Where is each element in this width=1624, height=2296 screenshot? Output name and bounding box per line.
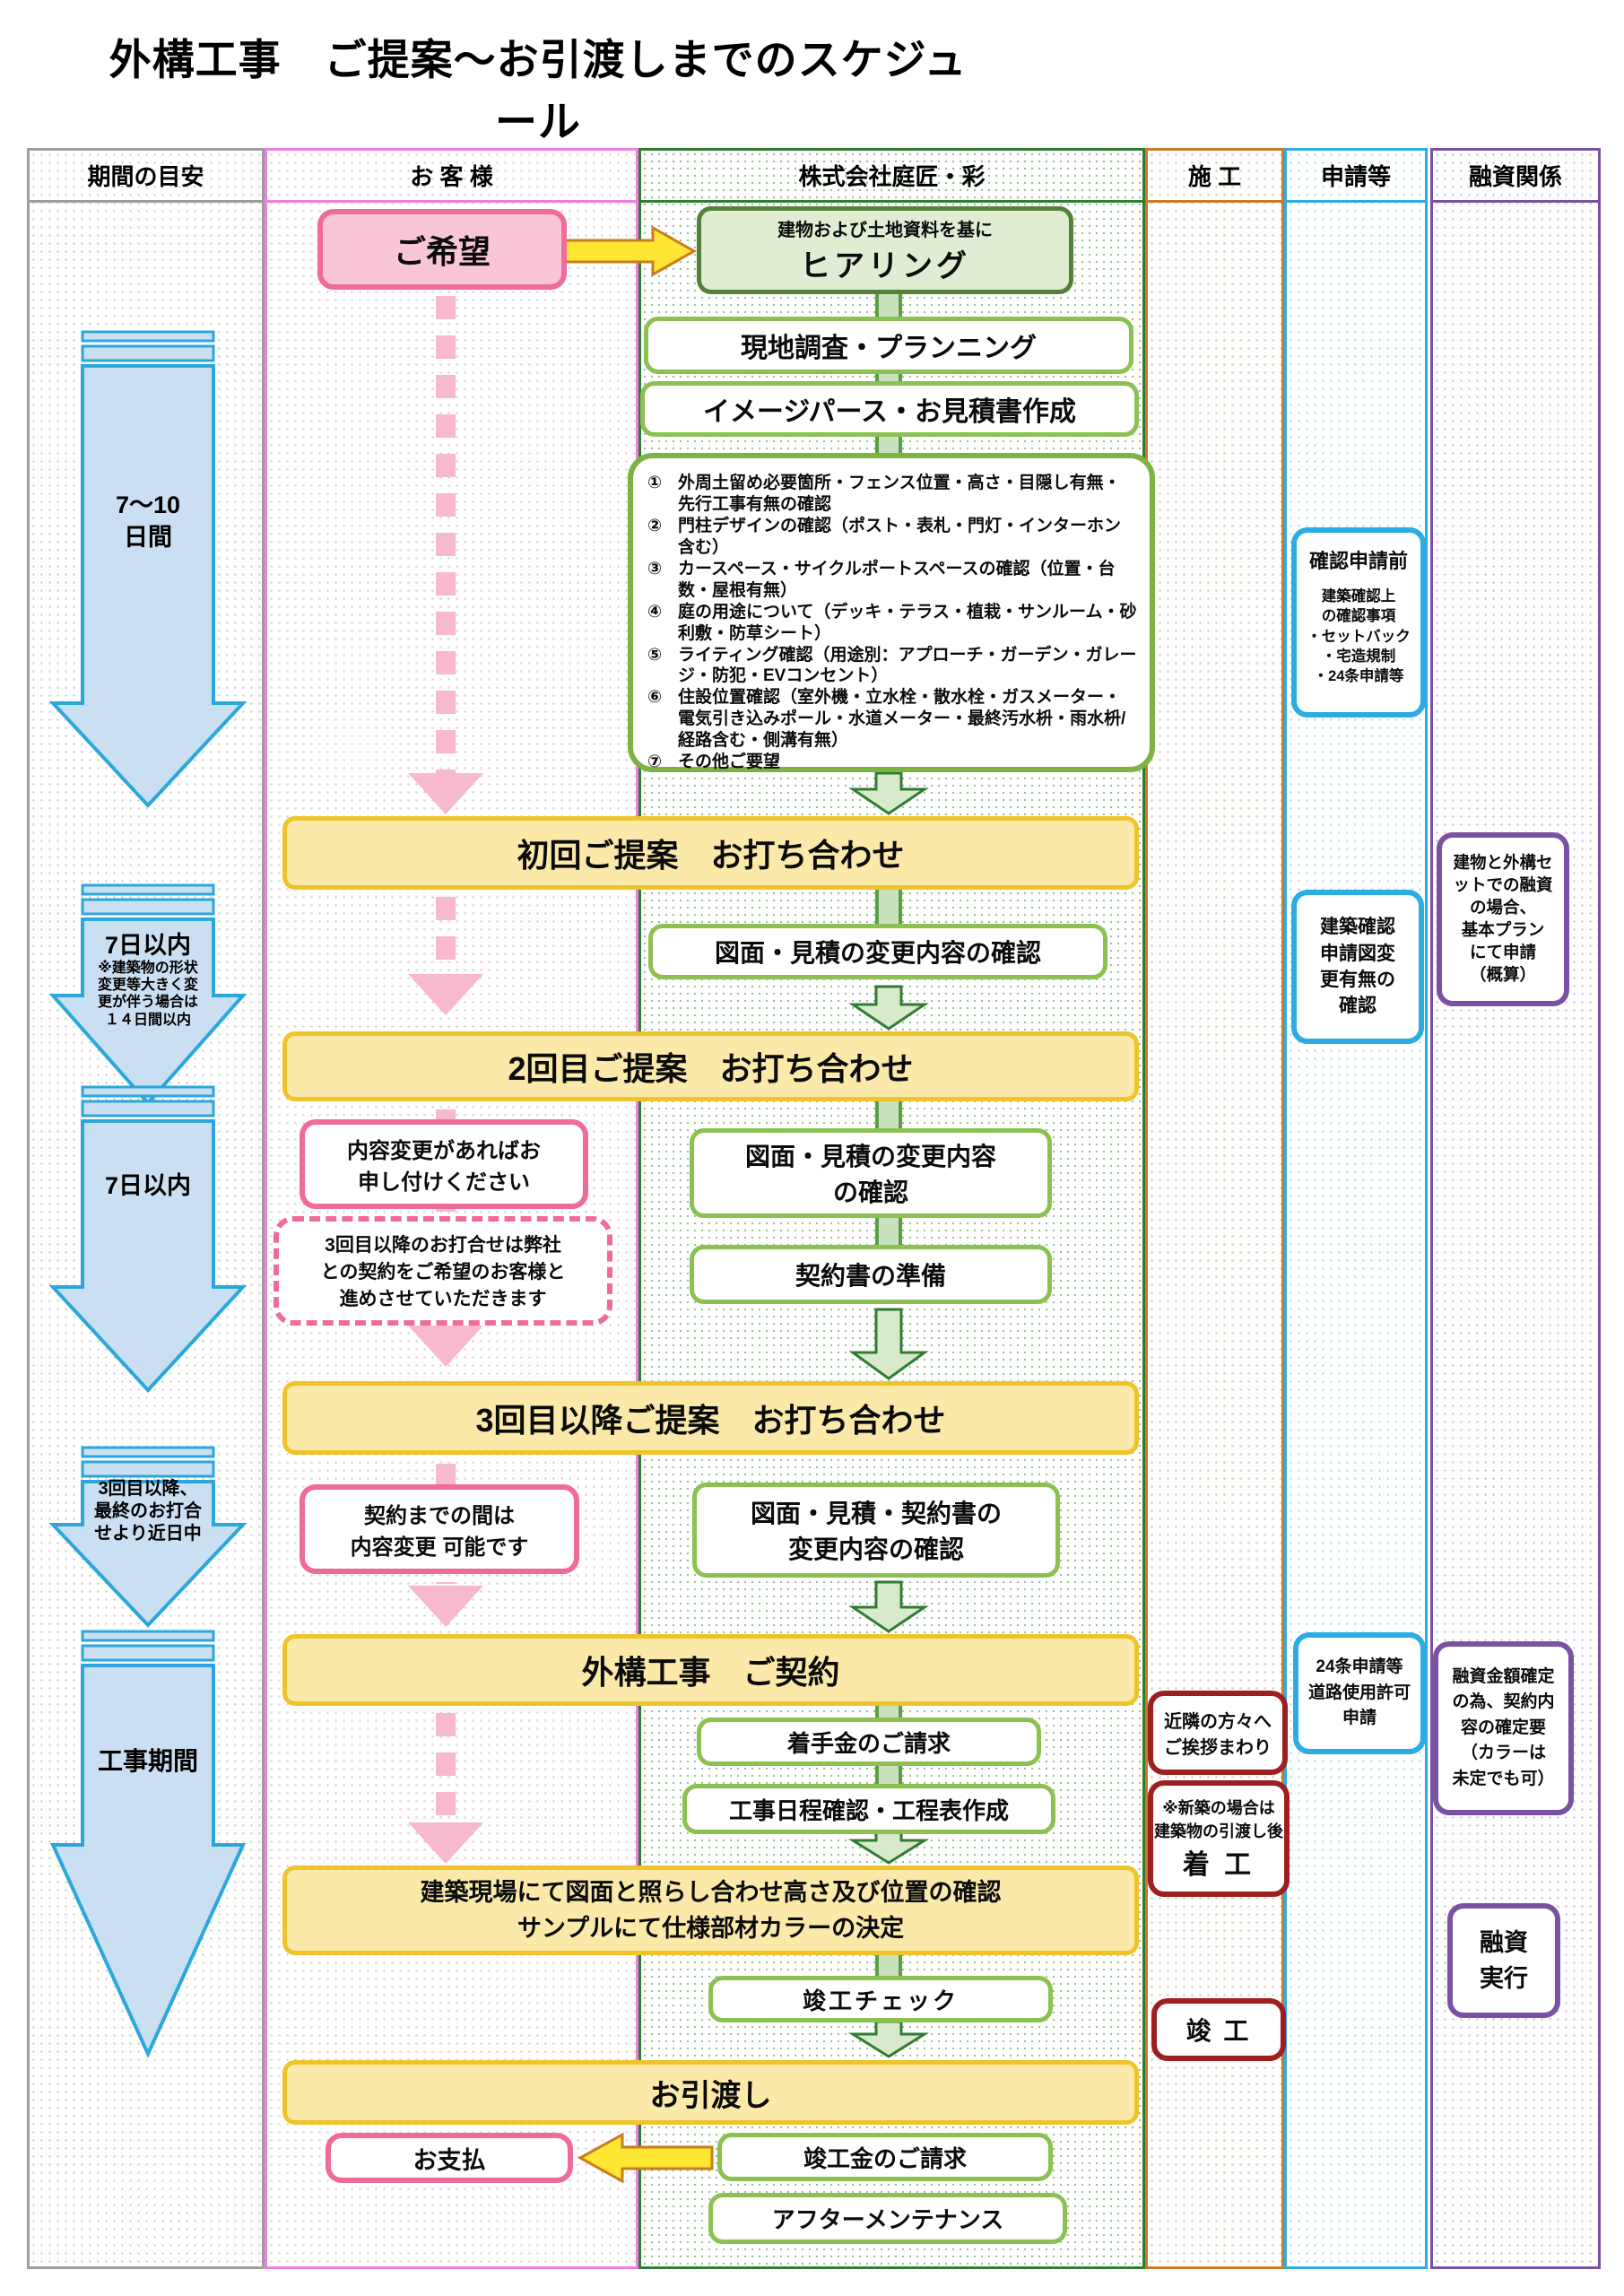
flow-connector (875, 434, 902, 456)
site-check-box: 建築現場にて図面と照らし合わせ高さ及び位置の確認 サンプルにて仕様部材カラーの決… (282, 1866, 1139, 1955)
timeline-label: 工事期間 (97, 1747, 198, 1775)
check3-box: 図面・見積・契約書の 変更内容の確認 (692, 1483, 1060, 1578)
check2-box: 図面・見積の変更内容 の確認 (690, 1128, 1052, 1218)
column-header-application: 申請等 (1287, 151, 1425, 203)
column-application: 申請等 (1284, 148, 1428, 2269)
contract-prep-box: 契約書の準備 (690, 1245, 1052, 1304)
completion-check-box: 竣工チェック (708, 1976, 1053, 2022)
flow-connector (875, 1215, 902, 1248)
third-meeting-note-box: 3回目以降のお打合せは弊社 との契約をご希望のお客様と 進めさせていただきます (274, 1216, 612, 1326)
customer-flow-arrowhead (408, 1326, 483, 1367)
flow-connector (875, 1763, 902, 1786)
left-arrow-icon (577, 2132, 714, 2184)
final-bill-box: 竣工金のご請求 (717, 2133, 1053, 2181)
column-header-customer: お 客 様 (267, 151, 636, 203)
page-title: 外構工事 ご提案～お引渡しまでのスケジュール (109, 36, 968, 145)
pre-application-box: 確認申請前 建築確認上 の確認事項 ・セットバック ・宅造規制 ・24条申請等 (1291, 527, 1426, 718)
timeline-arrow-icon (49, 1630, 247, 2058)
construction-start-box: ※新築の場合は 建築物の引渡し後 着 工 (1148, 1780, 1290, 1897)
customer-flow-dashed-line (436, 897, 456, 972)
flow-connector (875, 294, 902, 319)
completion-box: 竣 工 (1151, 1998, 1286, 2061)
flow-down-arrow-icon (848, 1580, 929, 1633)
timeline-label: 3回目以降、 最終のお打合 せより近日中 (94, 1479, 202, 1544)
timeline-arrow-icon (49, 330, 247, 808)
column-header-period: 期間の目安 (30, 151, 262, 203)
meeting3-box: 3回目以降ご提案 お打ち合わせ (282, 1381, 1139, 1455)
wish-box: ご希望 (317, 209, 567, 290)
timeline-label: 7日以内 (104, 1172, 192, 1199)
estimate-box: イメージパース・お見積書作成 (640, 381, 1139, 437)
timeline-label: 7日以内 (104, 932, 192, 959)
hearing-box: 建物および土地資料を基に ヒアリング (697, 206, 1073, 294)
hearing-subtitle: 建物および土地資料を基に (777, 221, 993, 240)
customer-flow-dashed-line (436, 296, 456, 773)
flow-down-arrow-icon (848, 771, 929, 815)
column-header-company: 株式会社庭匠・彩 (641, 151, 1142, 203)
customer-flow-arrowhead (408, 974, 483, 1015)
flow-down-arrow-icon (848, 1308, 929, 1380)
road-permit-box: 24条申請等 道路使用許可 申請 (1293, 1632, 1426, 1754)
confirmation-change-box: 建築確認 申請図変 更有無の 確認 (1291, 890, 1424, 1044)
right-arrow-icon (563, 225, 698, 277)
timeline-label: 7～10 日間 (115, 491, 181, 552)
pre-application-body: 建築確認上 の確認事項 ・セットバック ・宅造規制 ・24条申請等 (1307, 588, 1411, 685)
timeline-arrow-icon (49, 883, 247, 1107)
timeline-arrow-icon (49, 1446, 247, 1628)
contract-box: 外構工事 ご契約 (282, 1634, 1139, 1706)
hearing-title: ヒアリング (800, 249, 970, 283)
survey-box: 現地調査・プランニング (644, 317, 1133, 374)
column-construction: 施 工 (1145, 148, 1284, 2269)
set-loan-box: 建物と外構セ ットでの融資 の場合、 基本プラン にて申請 （概算） (1437, 832, 1569, 1006)
schedule-box: 工事日程確認・工程表作成 (682, 1784, 1055, 1834)
flow-connector (875, 1952, 902, 1979)
customer-flow-arrowhead (408, 1586, 483, 1627)
flow-connector (875, 1099, 902, 1131)
timeline-arrow-icon (49, 1085, 247, 1393)
column-header-construction: 施 工 (1148, 151, 1281, 203)
flow-connector (875, 887, 902, 926)
customer-flow-arrowhead (408, 773, 483, 814)
flow-down-arrow-icon (847, 2020, 930, 2058)
aftercare-box: アフターメンテナンス (708, 2193, 1067, 2244)
start-label: 着 工 (1182, 1850, 1255, 1880)
customer-flow-arrowhead (408, 1822, 483, 1864)
loan-execution-box: 融資 実行 (1447, 1903, 1560, 2018)
pre-application-title: 確認申請前 (1308, 550, 1408, 572)
neighbor-greeting-box: 近隣の方々へ ご挨拶まわり (1148, 1691, 1288, 1775)
meeting2-box: 2回目ご提案 お打ち合わせ (282, 1031, 1139, 1101)
flow-connector (875, 371, 902, 384)
deposit-bill-box: 着手金のご請求 (697, 1718, 1041, 1766)
change-request-box: 内容変更があればお 申し付けください (300, 1119, 588, 1209)
start-note: ※新築の場合は 建築物の引渡し後 (1154, 1799, 1283, 1840)
flow-down-arrow-icon (848, 985, 929, 1031)
customer-flow-dashed-line (436, 1713, 456, 1821)
loan-amount-box: 融資金額確定 の為、契約内 容の確定要 （カラーは 未定でも可） (1433, 1641, 1574, 1815)
handover-box: お引渡し (282, 2060, 1139, 2125)
column-header-finance: 融資関係 (1433, 151, 1598, 203)
timeline-note: ※建築物の形状 変更等大きく変 更が伴う場合は １４日間以内 (97, 961, 198, 1028)
check1-box: 図面・見積の変更内容の確認 (648, 924, 1107, 979)
meeting1-box: 初回ご提案 お打ち合わせ (282, 816, 1139, 890)
payment-box: お支払 (326, 2133, 573, 2183)
flow-connector (875, 1703, 902, 1720)
until-contract-box: 契約までの間は 内容変更 可能です (300, 1484, 579, 1574)
